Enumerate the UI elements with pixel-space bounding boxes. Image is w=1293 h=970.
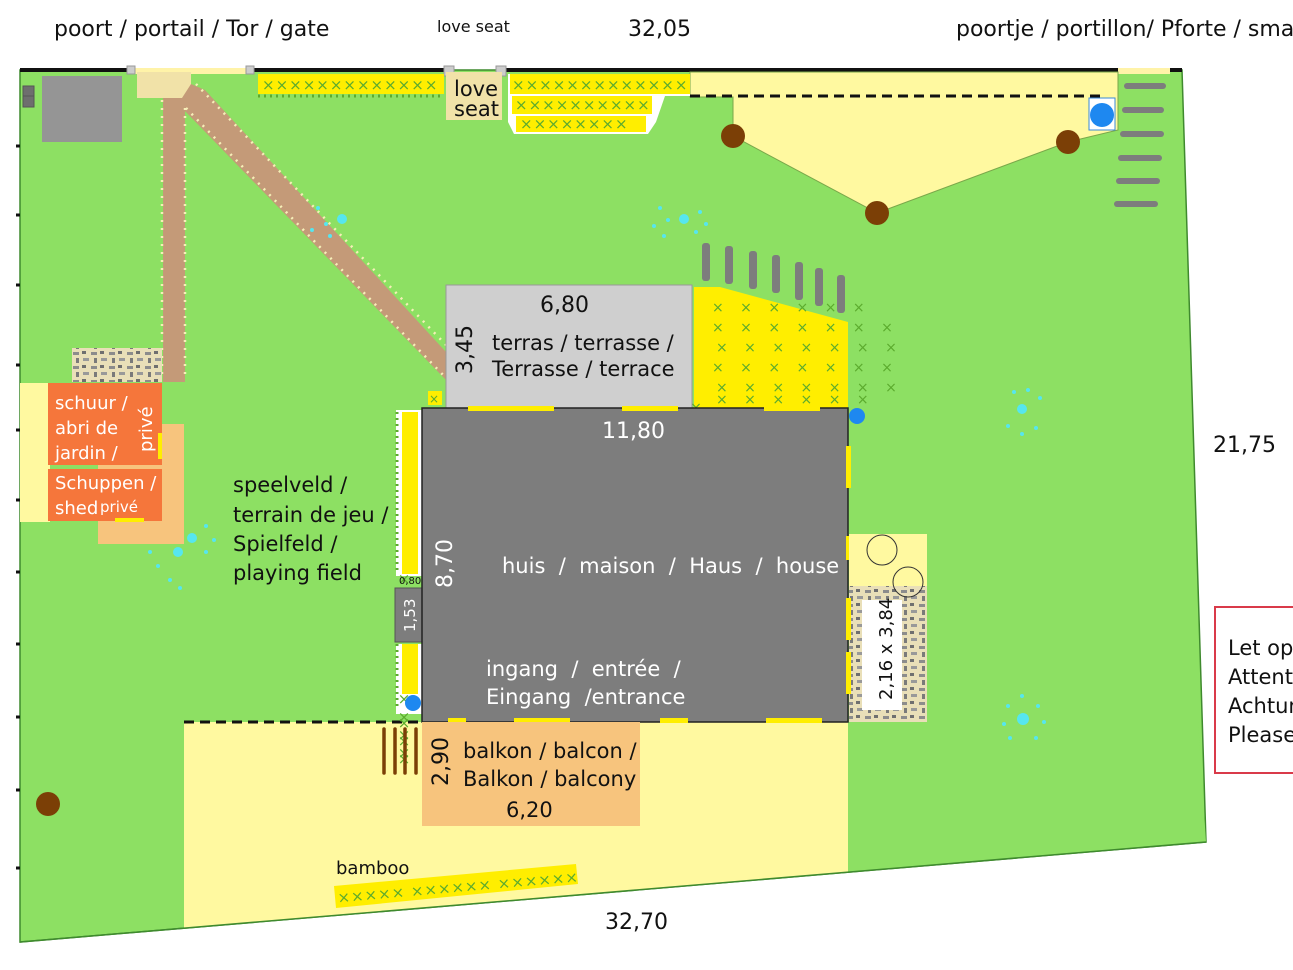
side-patio-sand [849, 534, 927, 586]
fence-posts [702, 243, 845, 313]
sprinkler-icon [148, 524, 216, 590]
sprinkler-icon [1002, 694, 1046, 740]
tree-icon [1056, 130, 1080, 154]
entrance-label-1: ingang / entrée / [486, 657, 682, 681]
shed-label-2: abri de [55, 418, 118, 439]
sprinkler-icon [310, 206, 347, 238]
bottom-width-dimension: 32,70 [605, 910, 668, 935]
sprinkler-icon [652, 206, 708, 238]
terrace-label-2: Terrasse / terrace [491, 357, 675, 381]
house [421, 407, 849, 723]
right-depth-dimension: 21,75 [1213, 433, 1276, 458]
shed-label-4: Schuppen / [55, 473, 157, 494]
side-patio-label-bg [862, 600, 902, 710]
terrace-depth: 3,45 [453, 325, 478, 374]
shed-door [158, 433, 162, 459]
balcony [422, 722, 640, 826]
playing-field-label-3: Spielfeld / [233, 532, 338, 556]
shed-label-5: shed [55, 498, 98, 519]
balcony-depth: 2,90 [429, 737, 454, 786]
left-edge-ticks [16, 144, 20, 870]
note-line: Please [1228, 723, 1293, 747]
svg-text:××××××××: ×××××××× [520, 115, 629, 133]
svg-text:×××××××××××××: ××××××××××××× [262, 76, 438, 94]
shed-2 [48, 469, 162, 521]
svg-text:×: × [429, 392, 439, 406]
terrace-width: 6,80 [540, 293, 589, 318]
small-gate-label: poortje / portillon/ Pforte / small gate [956, 17, 1293, 42]
love-seat-top-label: love seat [437, 17, 510, 36]
gate-entry [137, 72, 191, 98]
entrance-label-2: Eingang /entrance [486, 685, 685, 709]
svg-text:× × × × × ×: × × × × × × [712, 300, 871, 316]
bamboo-label: bamboo [336, 858, 409, 879]
svg-text:× × × × × ×: × × × × × × [716, 392, 875, 408]
shed-private-label: privé [100, 498, 138, 516]
side-step-dimension: 1,53 [401, 599, 419, 632]
svg-text:××××××××××: ×××××××××× [515, 96, 651, 114]
plot-bottom-edge [19, 841, 1207, 943]
shed [48, 383, 162, 465]
house-label: huis / maison / Haus / house [502, 554, 839, 578]
note-line: Let op [1228, 636, 1293, 660]
balcony-label-2: Balkon / balcony [463, 767, 636, 791]
garden-path [160, 83, 447, 382]
storage-block [42, 76, 122, 142]
plant-pot-icon [866, 534, 898, 566]
love-seat [446, 72, 502, 120]
balcony-width: 6,20 [506, 798, 553, 822]
small-gate-steps [1114, 83, 1166, 207]
water-tap-icon [849, 408, 865, 424]
bin [22, 85, 35, 97]
love-seat-label-2: seat [454, 97, 499, 121]
shed-private-vertical-label: privé [136, 406, 157, 452]
playing-field-label-2: terrain de jeu / [233, 503, 389, 527]
note-line: Achtung [1228, 694, 1293, 718]
top-width-dimension: 32,05 [628, 17, 691, 42]
tree-icon [36, 792, 60, 816]
gate-label: poort / portail / Tor / gate [54, 17, 329, 42]
playing-field-label-1: speelveld / [233, 473, 348, 497]
svg-text:× × × × × × ×: × × × × × × × [712, 320, 899, 336]
terrace [445, 284, 693, 409]
water-tap-icon [1090, 103, 1114, 127]
svg-text:× × × × × × ×: × × × × × × × [716, 340, 903, 356]
playing-field-label-4: playing field [233, 561, 362, 585]
note-line: Attention [1228, 665, 1293, 689]
svg-text:×××××××××××××: ××××××××××××× [512, 76, 688, 94]
bin [22, 95, 35, 108]
stairs [382, 727, 418, 775]
hedge-top-left: ××××××××××××× [258, 74, 444, 98]
shed-label-1: schuur / [55, 393, 129, 414]
love-seat-label-1: love [454, 77, 498, 101]
side-gap-dimension: 0,80 [399, 576, 421, 587]
shed-sand [20, 383, 50, 522]
top-fence [20, 65, 1182, 77]
gravel-patch [72, 348, 162, 382]
tree-icon [721, 124, 745, 148]
house-windows [448, 406, 851, 723]
attention-note: Let op Attention Achtung Please [1214, 606, 1293, 774]
balcony-label-1: balkon / balcon / [463, 739, 637, 763]
svg-text:× × × × × × ×: × × × × × × × [716, 380, 903, 396]
svg-text:× × × × × × ×: × × × × × × × [712, 360, 899, 376]
tree-icon [865, 201, 889, 225]
hedge-top-right: ××××××××××××× ×××××××××× ×××××××× [508, 74, 690, 134]
terrace-label-1: terras / terrasse / [492, 331, 675, 355]
house-depth: 8,70 [433, 539, 458, 588]
house-width: 11,80 [602, 419, 665, 444]
water-tap-icon [405, 695, 421, 711]
shed-label-3: jardin / [54, 443, 119, 464]
planting-bed: ×××××××××××× × × × × × × × × × × × × × ×… [688, 287, 903, 592]
lawn-bottom-right [848, 722, 1206, 872]
shed-door [115, 518, 144, 522]
sprinkler-icon [1006, 388, 1042, 436]
plant-pot-icon [892, 566, 924, 598]
side-patio-dimension: 2,16 x 3,84 [876, 598, 897, 700]
